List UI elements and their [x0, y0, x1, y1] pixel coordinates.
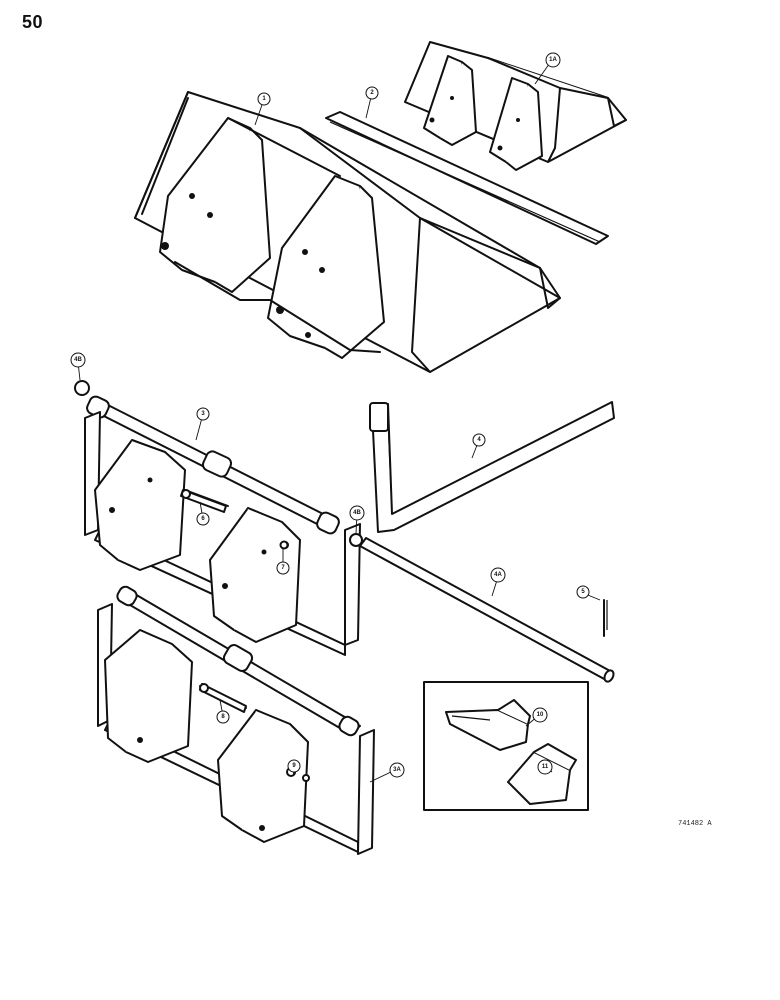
attach-frame-upper: [84, 395, 361, 656]
callout-1a-label: 1A: [549, 57, 557, 63]
callout-6-label: 6: [201, 516, 205, 522]
tooth-adapter: [507, 743, 577, 805]
callout-4b-mid-label: 4B: [353, 510, 361, 516]
callout-4b-mid: 4B: [349, 505, 365, 521]
bolt-upper: [180, 489, 227, 513]
washer-top: [74, 380, 90, 396]
fork-tine: [369, 401, 615, 533]
callout-6: 6: [196, 512, 210, 526]
callout-4: 4: [472, 433, 486, 447]
callout-3a-label: 3A: [393, 767, 401, 773]
washer-mid: [349, 533, 363, 547]
bucket-large: [134, 91, 561, 373]
page-number: 50: [22, 12, 44, 32]
callout-11-label: 11: [542, 764, 549, 770]
callout-1a: 1A: [545, 52, 561, 68]
cotter-pin: [603, 599, 608, 637]
nut-upper: [279, 540, 289, 550]
callout-11: 11: [537, 759, 553, 775]
callout-1-label: 1: [262, 96, 266, 102]
callout-9-label: 9: [292, 763, 296, 769]
callout-2-label: 2: [370, 90, 374, 96]
callout-3: 3: [196, 407, 210, 421]
callout-5-label: 5: [581, 589, 585, 595]
callout-4a-label: 4A: [494, 572, 502, 578]
callout-7: 7: [276, 561, 290, 575]
callout-4a: 4A: [490, 567, 506, 583]
callout-1: 1: [257, 92, 271, 106]
callout-10: 10: [532, 707, 548, 723]
callout-3a: 3A: [389, 762, 405, 778]
callout-3-label: 3: [201, 411, 205, 417]
callout-4b-top-label: 4B: [74, 357, 82, 363]
cutting-edge: [325, 111, 609, 245]
callout-4b-top: 4B: [70, 352, 86, 368]
callout-2: 2: [365, 86, 379, 100]
callout-5: 5: [576, 585, 590, 599]
callout-4-label: 4: [477, 437, 481, 443]
callout-10-label: 10: [537, 712, 544, 718]
callout-8: 8: [216, 710, 230, 724]
bolt-lower: [199, 683, 247, 713]
inset-box: [423, 681, 589, 811]
callout-8-label: 8: [221, 714, 225, 720]
attach-frame-lower: [97, 585, 375, 855]
bucket-tooth: [445, 699, 531, 751]
callout-9: 9: [287, 759, 301, 773]
fork-shaft: [359, 537, 615, 683]
bucket-small: [404, 41, 627, 171]
callout-7-label: 7: [281, 565, 285, 571]
drawing-code: 741482 A: [678, 820, 712, 828]
